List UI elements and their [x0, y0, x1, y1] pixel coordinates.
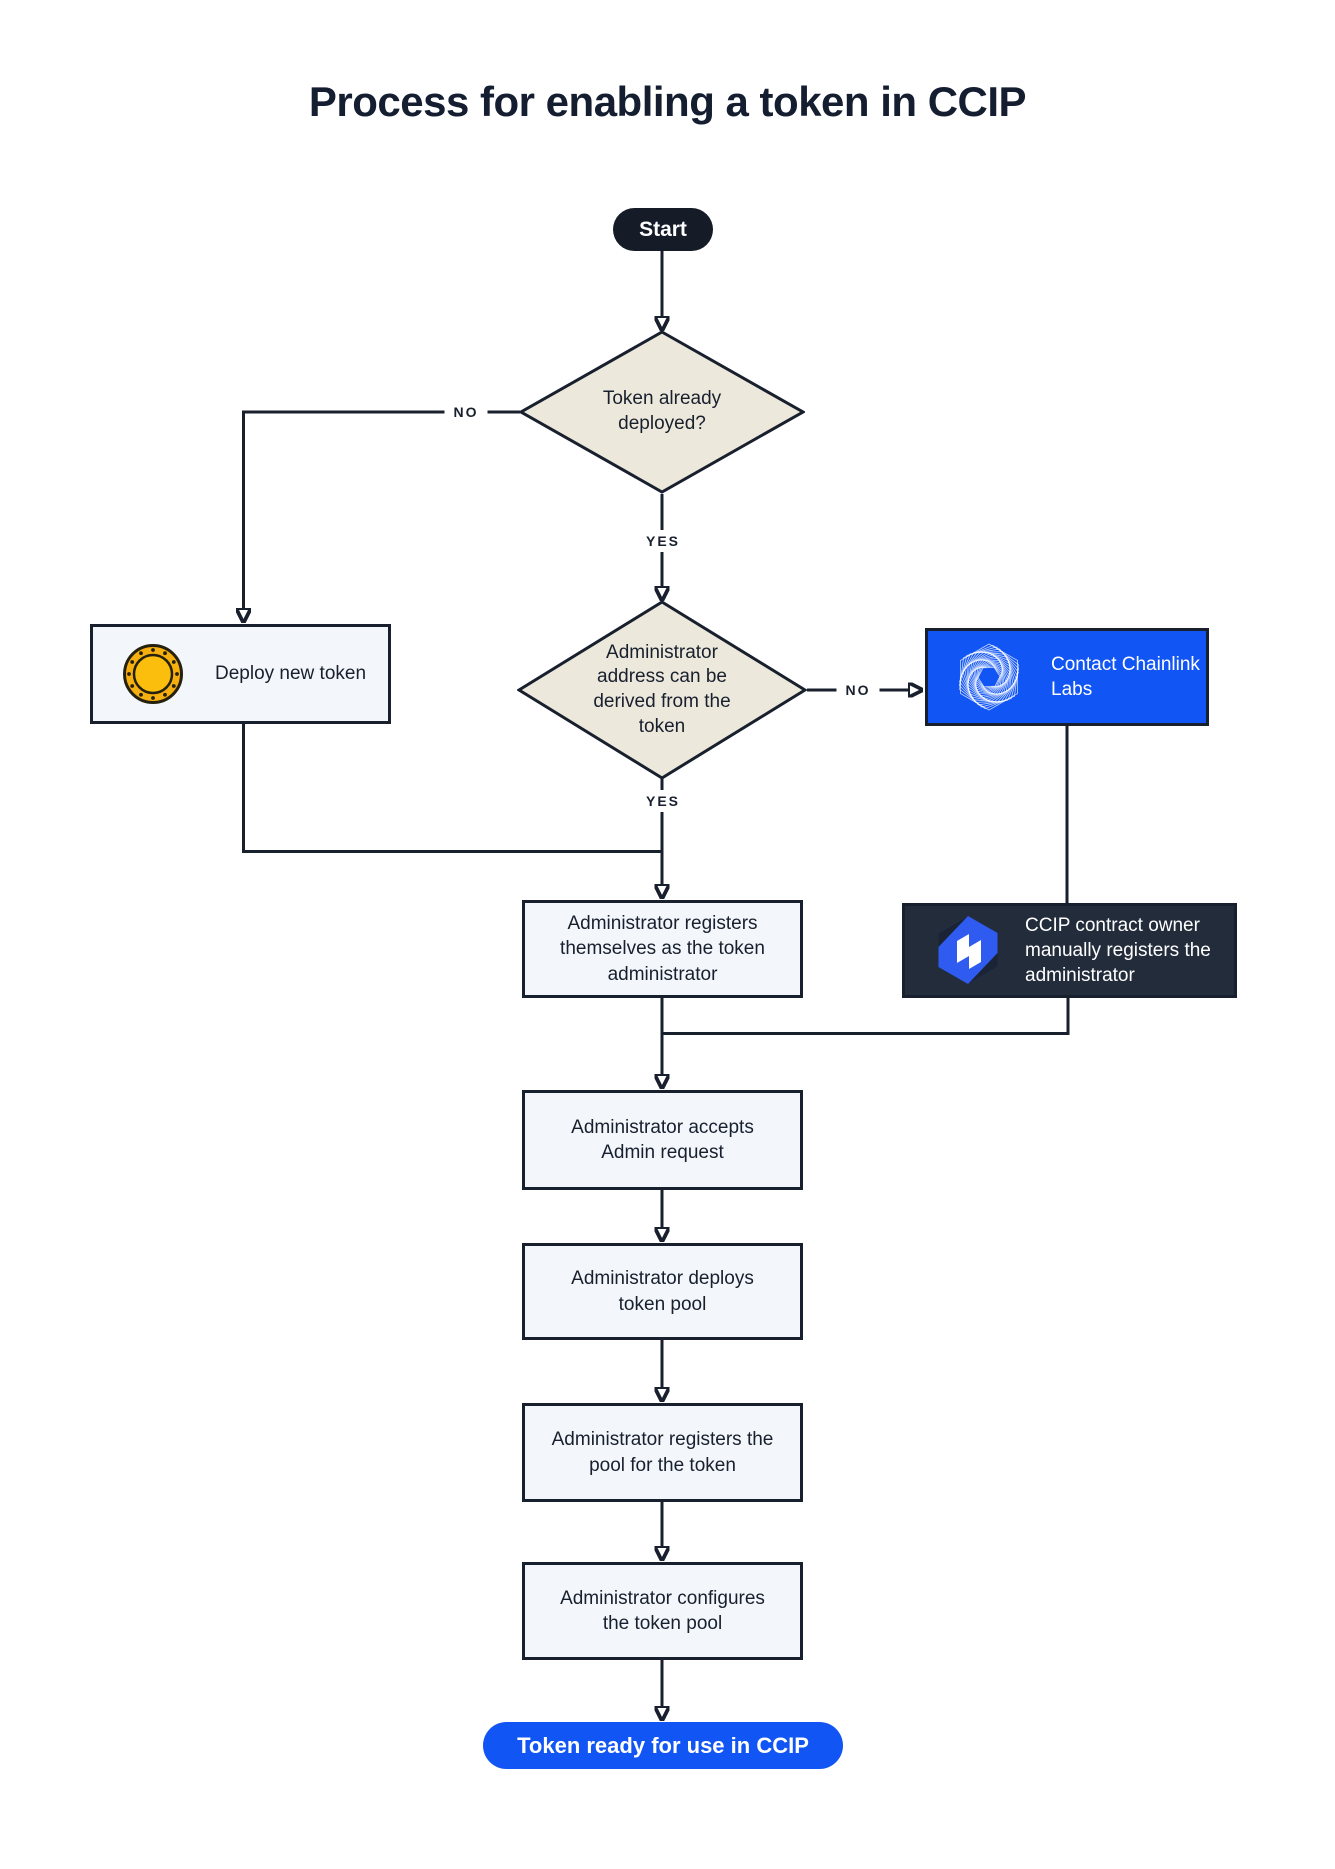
step-deploy-pool: Administrator deploys token pool: [522, 1243, 803, 1340]
decision-token-deployed-label: Token already deployed?: [602, 388, 722, 434]
step-configure-pool: Administrator configures the token pool: [522, 1562, 803, 1660]
step-register-self: Administrator registers themselves as th…: [522, 900, 803, 998]
step-deploy-pool-label: Administrator deploys token pool: [571, 1268, 754, 1315]
end-label: Token ready for use in CCIP: [517, 1732, 809, 1758]
start-label: Start: [639, 217, 687, 241]
step-accept-request-label: Administrator accepts Admin request: [571, 1116, 754, 1163]
end-node: Token ready for use in CCIP: [483, 1722, 843, 1769]
diamond-shape: [517, 600, 807, 780]
step-accept-request: Administrator accepts Admin request: [522, 1090, 803, 1190]
page-title: Process for enabling a token in CCIP: [308, 78, 1027, 125]
decision-token-deployed: Token already deployed?: [519, 330, 805, 494]
step-deploy-new-token: Deploy new token: [90, 624, 391, 724]
edge-manual-to-merge: [662, 998, 1070, 1035]
start-node: Start: [613, 208, 713, 251]
step-register-self-label: Administrator registers themselves as th…: [560, 913, 765, 985]
diamond-shape: [519, 330, 805, 494]
coin-dots: [127, 648, 179, 700]
edge-label-no-token-deployed: NO: [444, 401, 488, 423]
decision-admin-derivable: Administrator address can be derived fro…: [517, 600, 807, 780]
step-register-pool: Administrator registers the pool for the…: [522, 1403, 803, 1502]
step-deploy-new-token-label: Deploy new token: [215, 663, 367, 685]
edge-deploy-to-merge: [242, 724, 664, 853]
decision-admin-derivable-label: Administrator address can be derived fro…: [593, 641, 731, 737]
chainlink-icon: [958, 643, 1020, 711]
step-manual-register-label: CCIP contract owner manually registers t…: [1025, 914, 1211, 987]
step-configure-pool-label: Administrator configures the token pool: [560, 1587, 765, 1634]
step-register-pool-label: Administrator registers the pool for the…: [551, 1429, 774, 1476]
step-contact-chainlink-labs-label: Contact Chainlink Labs: [1051, 653, 1200, 700]
coin-icon: [123, 644, 183, 704]
edge-label-no-admin-derivable: NO: [836, 679, 880, 701]
step-manual-register: CCIP contract owner manually registers t…: [902, 903, 1237, 998]
edge-label-yes-admin-derivable: YES: [636, 790, 690, 812]
edge-decision1-no: [244, 410, 520, 610]
edge-label-yes-token-deployed: YES: [636, 530, 690, 552]
ccip-icon: [938, 915, 998, 984]
step-contact-chainlink-labs: Contact Chainlink Labs: [925, 628, 1209, 726]
